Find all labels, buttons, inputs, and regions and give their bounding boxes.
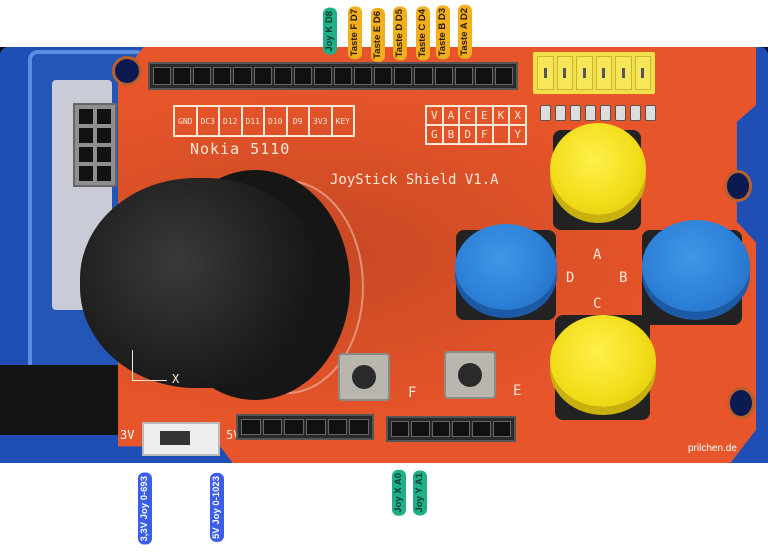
mounting-hole-top-left bbox=[112, 56, 142, 86]
lcd-pin-label: D11 bbox=[241, 106, 264, 136]
grid-cell: X bbox=[509, 106, 526, 125]
button-a-label: A bbox=[593, 247, 602, 263]
lcd-pin-label: D10 bbox=[264, 106, 287, 136]
arduino-black-jack bbox=[0, 365, 120, 435]
lcd-pin-label: KEY bbox=[331, 106, 354, 136]
annotation-taste-c: Taste C D4 bbox=[416, 6, 430, 61]
button-d-blue[interactable] bbox=[455, 224, 557, 310]
grid-cell: A bbox=[442, 106, 460, 125]
lcd-pin-label: D12 bbox=[219, 106, 242, 136]
bottom-left-pin-header bbox=[236, 414, 374, 440]
button-c-label: C bbox=[593, 296, 602, 312]
lcd-pin-label: D9 bbox=[286, 106, 309, 136]
axis-arrow bbox=[132, 350, 167, 381]
yellow-pin-header bbox=[533, 52, 655, 94]
button-f-label: F bbox=[408, 385, 417, 401]
axis-x-label: X bbox=[172, 372, 180, 386]
button-e-label: E bbox=[513, 383, 522, 399]
annotation-taste-a: Taste A D2 bbox=[458, 5, 472, 59]
grid-cell: V bbox=[426, 106, 443, 125]
grid-cell: G bbox=[426, 125, 443, 144]
grid-cell: D bbox=[459, 125, 476, 144]
grid-cell: K bbox=[492, 106, 510, 125]
resistor-array bbox=[540, 105, 656, 121]
grid-cell: B bbox=[442, 125, 460, 144]
annotation-joy-y: Joy Y A1 bbox=[413, 470, 427, 516]
lcd-pin-grid: GND DC3 D12 D11 D10 D9 3V3 KEY bbox=[173, 105, 355, 137]
annotation-taste-b: Taste B D3 bbox=[436, 5, 450, 60]
annotation-3v3-range: 3,3V Joy 0-693 bbox=[138, 473, 152, 545]
mounting-hole-right-bottom bbox=[727, 387, 755, 419]
lcd-label: Nokia 5110 bbox=[190, 140, 291, 158]
lcd-pin-label: GND bbox=[174, 106, 197, 136]
icsp-header bbox=[73, 103, 117, 187]
grid-cell: F bbox=[475, 125, 493, 144]
button-b-label: B bbox=[619, 270, 628, 286]
lcd-pin-label: DC3 bbox=[196, 106, 219, 136]
annotation-5v-range: 5V Joy 0-1023 bbox=[210, 473, 224, 542]
credit-watermark: prilchen.de bbox=[688, 443, 737, 454]
voltage-switch[interactable] bbox=[142, 422, 220, 456]
annotation-taste-d: Taste D D5 bbox=[393, 6, 407, 61]
button-map-grid: V A C E K X G B D F Y bbox=[425, 105, 527, 145]
tact-button-f[interactable] bbox=[338, 353, 390, 401]
annotation-taste-e: Taste E D6 bbox=[371, 8, 385, 62]
grid-cell: C bbox=[459, 106, 476, 125]
annotation-joy-x: Joy X A0 bbox=[392, 470, 406, 516]
annotation-taste-f: Taste F D7 bbox=[348, 6, 362, 60]
board-title: JoyStick Shield V1.A bbox=[330, 172, 499, 188]
bottom-right-pin-header bbox=[386, 416, 516, 442]
voltage-3v-label: 3V bbox=[120, 428, 135, 442]
grid-cell: E bbox=[475, 106, 493, 125]
button-d-label: D bbox=[566, 270, 575, 286]
button-a-yellow[interactable] bbox=[550, 123, 646, 215]
tact-button-e[interactable] bbox=[444, 351, 496, 399]
annotation-joy-k: Joy K D8 bbox=[323, 8, 337, 55]
grid-cell bbox=[492, 125, 510, 144]
button-b-blue[interactable] bbox=[642, 220, 750, 312]
lcd-pin-label: 3V3 bbox=[309, 106, 332, 136]
button-c-yellow[interactable] bbox=[550, 315, 656, 407]
grid-cell: Y bbox=[509, 125, 526, 144]
top-pin-header bbox=[148, 62, 518, 90]
joystick-cap[interactable] bbox=[80, 178, 322, 388]
mounting-hole-right-top bbox=[724, 170, 752, 202]
